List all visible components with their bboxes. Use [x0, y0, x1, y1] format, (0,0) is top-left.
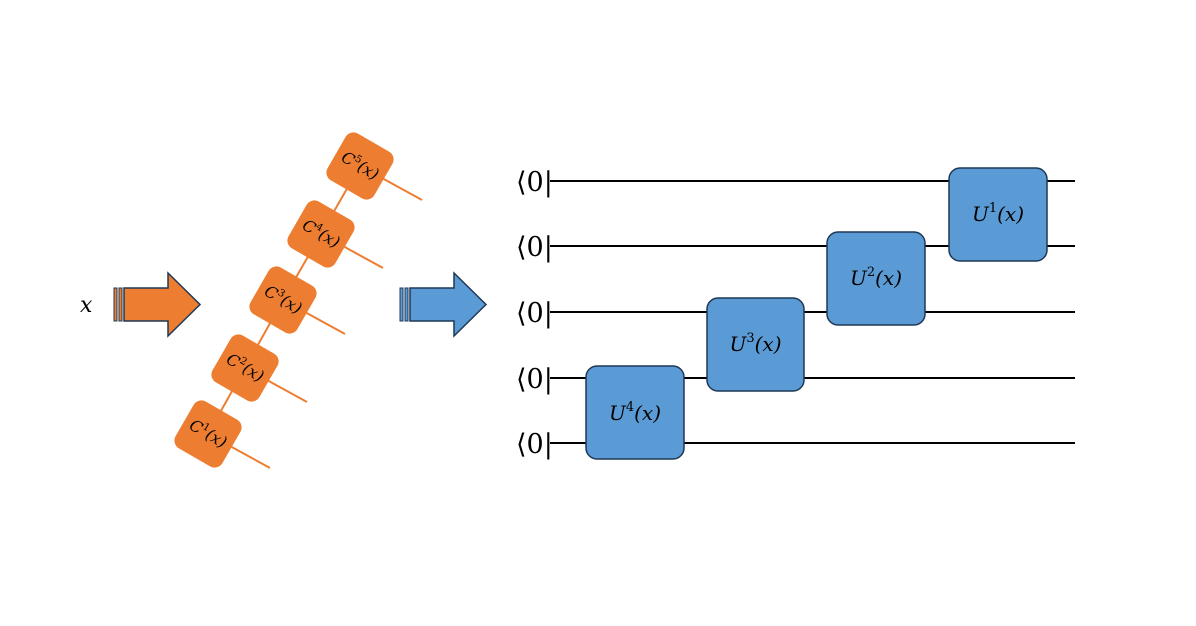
chain-block-c5: C5(x) — [326, 132, 394, 200]
qubit-input-3: ⟨0| — [516, 298, 553, 329]
svg-text:U3(x): U3(x) — [729, 331, 781, 356]
input-variable-label: x — [80, 293, 93, 318]
qubit-input-5: ⟨0| — [516, 429, 553, 460]
gate-u3: U3(x) — [706, 297, 805, 392]
svg-text:U1(x): U1(x) — [972, 201, 1024, 226]
chain-block-c1: C1(x) — [174, 400, 242, 468]
gate-u1: U1(x) — [948, 167, 1048, 262]
svg-text:U4(x): U4(x) — [609, 400, 661, 425]
qubit-input-1: ⟨0| — [516, 167, 553, 198]
qubit-input-4: ⟨0| — [516, 364, 553, 395]
qubit-input-2: ⟨0| — [516, 232, 553, 263]
chain-block-c4: C4(x) — [287, 200, 355, 268]
chain-block-c3: C3(x) — [249, 266, 317, 334]
gate-u2: U2(x) — [826, 231, 926, 326]
tensor-chain: C1(x) C2(x) C3(x) C4(x) C5(x) — [174, 132, 423, 469]
quantum-circuit: ⟨0| ⟨0| ⟨0| ⟨0| ⟨0| U4(x) U3(x) U2(x) U1… — [516, 167, 1075, 460]
blue-arrow-icon — [399, 271, 488, 338]
gate-u4: U4(x) — [585, 365, 685, 460]
svg-text:U2(x): U2(x) — [850, 265, 902, 290]
orange-arrow-icon — [113, 271, 202, 338]
chain-block-c2: C2(x) — [211, 334, 279, 402]
